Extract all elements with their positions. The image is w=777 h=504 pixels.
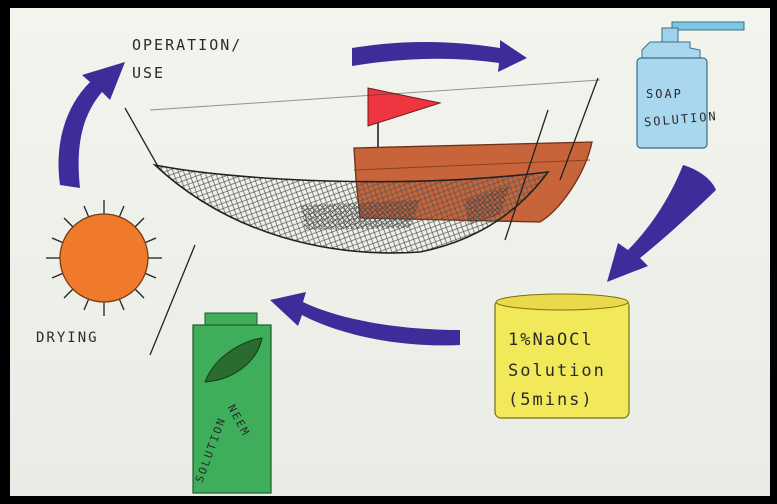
naocl-label-line3: (5mins): [508, 390, 594, 410]
drying-label: DRYING: [36, 330, 99, 346]
divider-line: [150, 245, 195, 355]
operation-label-line2: USE: [132, 64, 165, 82]
arrow-soap-to-naocl: [607, 165, 716, 282]
arrow-drying-to-use: [59, 62, 125, 188]
arrow-use-to-soap: [352, 40, 527, 72]
arrow-naocl-to-neem: [270, 292, 460, 345]
naocl-label-line1: 1%NaOCl: [508, 330, 594, 350]
naocl-jar: 1%NaOCl Solution (5mins): [495, 294, 629, 418]
operation-label-line1: OPERATION/: [132, 36, 242, 54]
naocl-label-line2: Solution: [508, 361, 606, 381]
soap-bottle: SOAP SOLUTION: [637, 22, 744, 148]
flag-icon: [368, 88, 440, 126]
soap-label-line1: SOAP: [646, 87, 683, 101]
neem-bottle: NEEM SOLUTION: [193, 313, 271, 493]
sun-icon: [46, 200, 162, 316]
